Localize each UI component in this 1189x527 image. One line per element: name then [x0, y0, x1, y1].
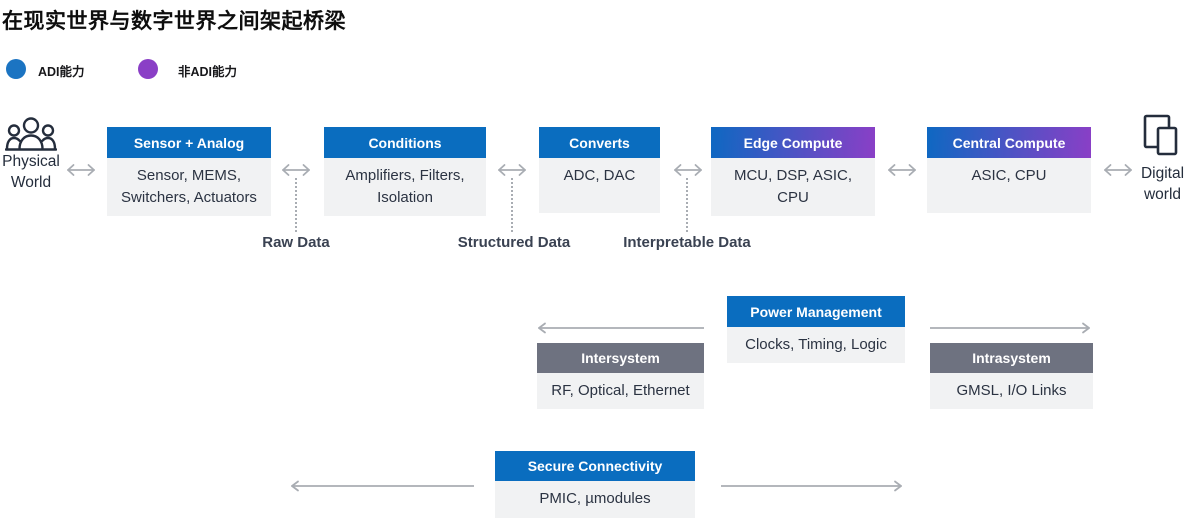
page-title: 在现实世界与数字世界之间架起桥梁	[2, 10, 346, 33]
arrow-physical-to-sensor	[63, 162, 99, 183]
power-management-body: Clocks, Timing, Logic	[727, 327, 905, 363]
digital-world-label: Digital world	[1140, 165, 1185, 203]
secure-connectivity-header: Secure Connectivity	[495, 451, 695, 481]
interpretable-data-connector	[686, 178, 688, 232]
arrow-sensor-to-conditions	[278, 162, 314, 183]
box-conditions: Conditions Amplifiers, Filters, Isolatio…	[324, 127, 486, 216]
box-converts-body: ADC, DAC	[539, 158, 660, 213]
box-central-compute-body: ASIC, CPU	[927, 158, 1091, 213]
raw-data-label: Raw Data	[262, 234, 330, 251]
box-central-compute-header: Central Compute	[927, 127, 1091, 158]
secure-connectivity-box: Secure Connectivity PMIC, µmodules	[495, 451, 695, 518]
structured-data-connector	[511, 178, 513, 232]
box-sensor-analog: Sensor + Analog Sensor, MEMS, Switchers,…	[107, 127, 271, 216]
physical-world-label: Physical World	[2, 153, 60, 191]
legend-label-non-adi-text: 非ADI能力	[178, 65, 238, 79]
power-management-box: Power Management Clocks, Timing, Logic	[727, 296, 905, 363]
legend-dot-non-adi-icon	[138, 59, 158, 79]
box-edge-compute-body: MCU, DSP, ASIC, CPU	[711, 158, 875, 216]
box-converts-header: Converts	[539, 127, 660, 158]
legend-label-non-adi: 非ADI能力	[173, 57, 307, 84]
power-management-header: Power Management	[727, 296, 905, 327]
box-conditions-body: Amplifiers, Filters, Isolation	[324, 158, 486, 216]
legend-label-adi-text: ADI能力	[38, 65, 85, 79]
box-edge-compute: Edge Compute MCU, DSP, ASIC, CPU	[711, 127, 875, 216]
box-central-compute: Central Compute ASIC, CPU	[927, 127, 1091, 213]
secure-left-arrow	[288, 478, 475, 499]
intersystem-body: RF, Optical, Ethernet	[537, 373, 704, 409]
secure-connectivity-body: PMIC, µmodules	[495, 481, 695, 518]
intrasystem-arrow	[929, 320, 1093, 341]
intersystem-header: Intersystem	[537, 343, 704, 373]
intersystem-box: Intersystem RF, Optical, Ethernet	[537, 343, 704, 409]
box-converts: Converts ADC, DAC	[539, 127, 660, 213]
arrow-conditions-to-converts	[494, 162, 530, 183]
secure-right-arrow	[720, 478, 905, 499]
arrow-central-to-digital	[1100, 162, 1136, 183]
arrow-edge-to-central	[884, 162, 920, 183]
box-edge-compute-header: Edge Compute	[711, 127, 875, 158]
interpretable-data-label: Interpretable Data	[623, 234, 751, 251]
intrasystem-box: Intrasystem GMSL, I/O Links	[930, 343, 1093, 409]
intrasystem-header: Intrasystem	[930, 343, 1093, 373]
box-sensor-analog-header: Sensor + Analog	[107, 127, 271, 158]
box-sensor-analog-body: Sensor, MEMS, Switchers, Actuators	[107, 158, 271, 216]
arrow-converts-to-edge	[670, 162, 706, 183]
legend-label-adi: ADI能力	[33, 57, 125, 84]
people-icon	[4, 116, 58, 163]
legend-dot-adi-icon	[6, 59, 26, 79]
intrasystem-body: GMSL, I/O Links	[930, 373, 1093, 409]
intersystem-arrow	[535, 320, 705, 341]
devices-icon	[1141, 114, 1183, 167]
structured-data-label: Structured Data	[457, 234, 571, 251]
raw-data-connector	[295, 178, 297, 232]
box-conditions-header: Conditions	[324, 127, 486, 158]
